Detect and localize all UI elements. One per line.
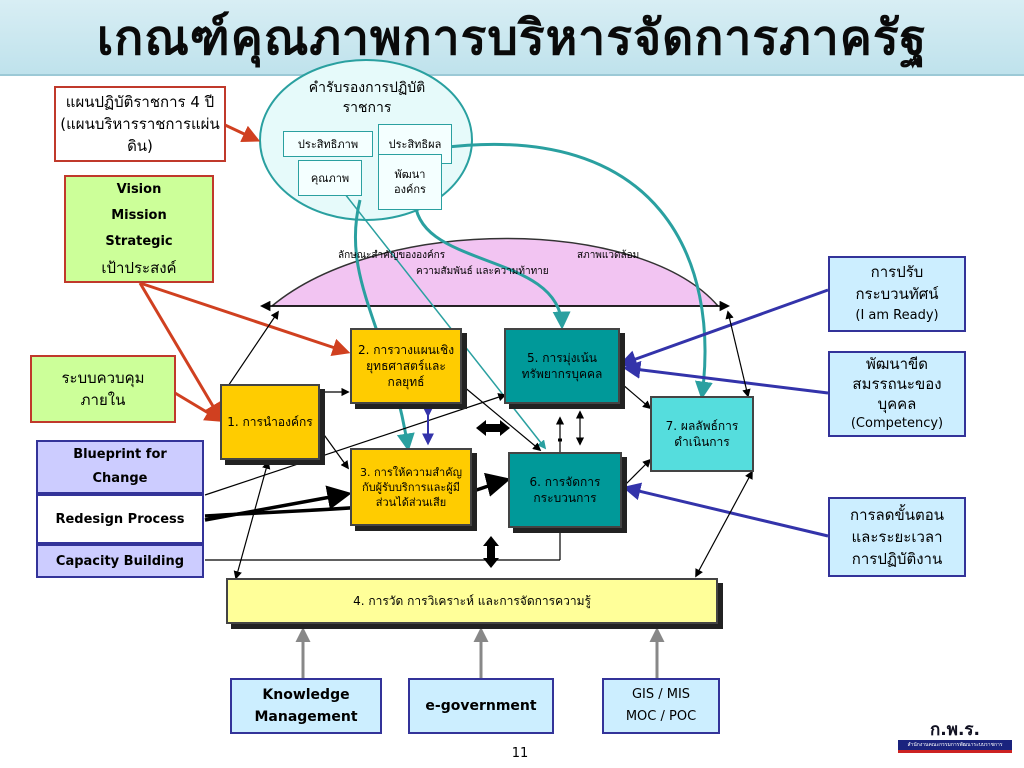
oval-item-efficiency: ประสิทธิภาพ bbox=[283, 131, 373, 157]
competency-line-2: สมรรถนะของ bbox=[852, 375, 942, 393]
page-number: 11 bbox=[511, 746, 529, 761]
title-bar bbox=[0, 0, 1024, 76]
category-7-results: 7. ผลลัพธ์การดำเนินการ bbox=[650, 396, 754, 472]
goal-label: เป้าประสงค์ bbox=[101, 259, 177, 277]
category-3-customer-focus: 3. การให้ความสำคัญกับผู้รับบริการและผู้ม… bbox=[350, 448, 472, 526]
arch-label-relations: ความสัมพันธ์ และความท้าทาย bbox=[416, 266, 549, 277]
vision-label: Vision bbox=[116, 182, 162, 197]
strategic-label: Strategic bbox=[105, 234, 173, 249]
oval-item-quality: คุณภาพ bbox=[298, 160, 362, 196]
reduce-steps-line-1: การลดขั้นตอน bbox=[849, 506, 944, 524]
arch-shape bbox=[269, 237, 720, 307]
mindset-box: การปรับ กระบวนทัศน์ (I am Ready) bbox=[828, 256, 966, 332]
blueprint-box: Blueprint for Change bbox=[36, 440, 204, 494]
competency-line-4: (Competency) bbox=[850, 416, 944, 431]
opdc-logo-banner: สำนักงานคณะกรรมการพัฒนาระบบราชการ bbox=[898, 740, 1012, 750]
km-line-1: Knowledge bbox=[262, 687, 350, 703]
competency-box: พัฒนาขีด สมรรถนะของ บุคคล (Competency) bbox=[828, 351, 966, 437]
opdc-logo-stripe bbox=[898, 750, 1012, 753]
opdc-logo-text: ก.พ.ร. bbox=[930, 720, 981, 740]
reduce-steps-box: การลดขั้นตอน และระยะเวลา การปฏิบัติงาน bbox=[828, 497, 966, 577]
competency-line-1: พัฒนาขีด bbox=[865, 355, 929, 373]
category-1-leadership: 1. การนำองค์กร bbox=[220, 384, 320, 460]
arch-label-environment: สภาพแวดล้อม bbox=[577, 250, 640, 261]
oval-title: คำรับรองการปฏิบัติราชการ bbox=[308, 80, 426, 116]
mindset-line-2: กระบวนทัศน์ bbox=[855, 285, 939, 303]
oval-item-org-dev: พัฒนาองค์กร bbox=[378, 154, 442, 210]
arch-label-characteristics: ลักษณะสำคัญขององค์กร bbox=[338, 250, 446, 261]
category-6-process-management: 6. การจัดการกระบวนการ bbox=[508, 452, 622, 528]
gis-line-1: GIS / MIS bbox=[631, 687, 691, 702]
km-line-2: Management bbox=[254, 709, 358, 725]
reduce-steps-line-2: และระยะเวลา bbox=[851, 528, 943, 546]
page-title: เกณฑ์คุณภาพการบริหารจัดการภาครัฐ bbox=[96, 10, 928, 66]
knowledge-management-box: Knowledge Management bbox=[230, 678, 382, 734]
plan-4year-box: แผนปฏิบัติราชการ 4 ปี (แผนบริหารราชการแผ… bbox=[54, 86, 226, 162]
gis-mis-box: GIS / MIS MOC / POC bbox=[602, 678, 720, 734]
mission-label: Mission bbox=[111, 208, 167, 223]
category-5-hr-focus: 5. การมุ่งเน้นทรัพยากรบุคคล bbox=[504, 328, 620, 404]
category-4-measurement: 4. การวัด การวิเคราะห์ และการจัดการความร… bbox=[226, 578, 718, 624]
reduce-steps-line-3: การปฏิบัติงาน bbox=[851, 550, 943, 568]
gis-line-2: MOC / POC bbox=[625, 709, 697, 724]
e-government-box: e-government bbox=[408, 678, 554, 734]
mindset-line-3: (I am Ready) bbox=[855, 308, 939, 323]
internal-control-box: ระบบควบคุมภายใน bbox=[30, 355, 176, 423]
capacity-building-box: Capacity Building bbox=[36, 544, 204, 578]
category-2-strategic-planning: 2. การวางแผนเชิงยุทธศาสตร์และกลยุทธ์ bbox=[350, 328, 462, 404]
mindset-line-1: การปรับ bbox=[870, 263, 924, 281]
redesign-process-box: Redesign Process bbox=[36, 494, 204, 544]
vision-mission-box: Vision Mission Strategic เป้าประสงค์ bbox=[64, 175, 214, 283]
competency-line-3: บุคคล bbox=[877, 395, 917, 413]
